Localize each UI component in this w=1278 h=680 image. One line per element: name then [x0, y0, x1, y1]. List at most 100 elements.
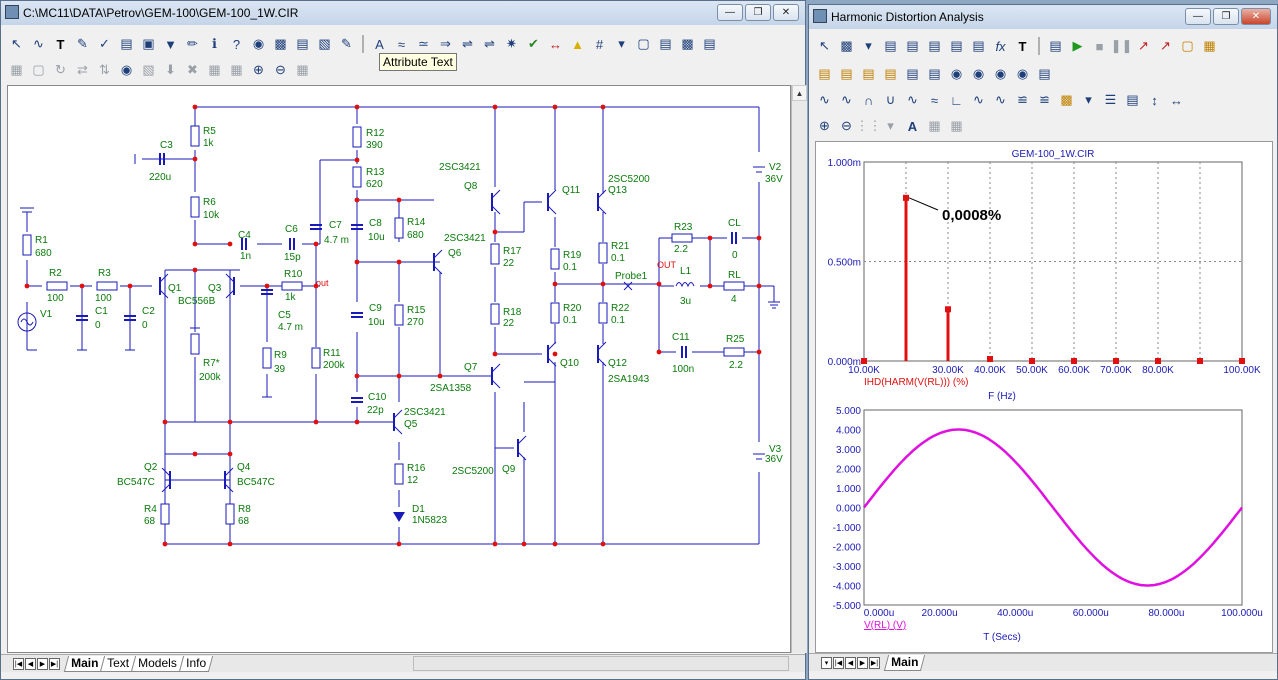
layout1-icon[interactable]: ▤	[818, 66, 831, 81]
move-icon[interactable]: ▦	[10, 62, 23, 77]
number-icon[interactable]: ▤	[1126, 92, 1139, 107]
high-icon[interactable]: ∩	[863, 92, 874, 108]
mirror-icon[interactable]: ⇄	[77, 62, 88, 77]
resize-icon[interactable]: ↔	[549, 36, 562, 52]
analysis-close-button[interactable]: ✕	[1241, 8, 1271, 25]
attribute-icon[interactable]: ▤	[296, 36, 309, 51]
rubberband-icon[interactable]: ✷	[506, 36, 517, 51]
step-down-icon[interactable]: ⬇	[165, 62, 176, 77]
attribute-text-icon[interactable]: A	[375, 36, 384, 52]
close-button[interactable]: ✕	[773, 4, 799, 21]
wire-icon[interactable]: ✎	[77, 36, 88, 51]
diagonal-wire-icon[interactable]: ✓	[99, 36, 110, 51]
info-icon[interactable]: ℹ	[212, 36, 217, 51]
horizontal-scrollbar[interactable]	[413, 656, 789, 671]
checkmark-icon[interactable]: ✔	[528, 36, 539, 51]
tab-models[interactable]: Models	[131, 655, 185, 672]
low-icon[interactable]: ∪	[885, 92, 896, 107]
tab-analysis-main[interactable]: Main	[883, 654, 926, 671]
expand-icon[interactable]: ↔	[1170, 92, 1183, 108]
rotate-icon[interactable]: ↻	[55, 62, 66, 77]
analysis-minimize-button[interactable]: —	[1185, 8, 1211, 25]
run-icon[interactable]: ▶	[1072, 38, 1083, 53]
bus-icon[interactable]: ▤	[120, 36, 133, 51]
paste-icon[interactable]: ▦	[950, 118, 963, 133]
analysis-prev-button[interactable]: ◀	[845, 656, 856, 669]
current-icon[interactable]: ⇒	[440, 36, 451, 51]
stop-icon[interactable]: ■	[1095, 38, 1104, 54]
analysis-dropdown-button[interactable]: ▾	[821, 656, 832, 669]
next-page-button[interactable]: ▶	[37, 657, 48, 670]
plot-icon[interactable]: ▤	[884, 38, 897, 53]
object-icon[interactable]: ▧	[142, 62, 155, 77]
restore-button[interactable]: ❐	[745, 4, 771, 21]
zoom-b-icon[interactable]: ◉	[972, 66, 985, 81]
point-icon[interactable]: ∿	[973, 92, 984, 107]
node-voltages-icon[interactable]: ≃	[418, 36, 429, 51]
analysis-first-button[interactable]: |◀	[833, 656, 844, 669]
properties-icon[interactable]: ▤	[703, 36, 716, 51]
hline-icon[interactable]: ▤	[906, 66, 919, 81]
analysis-restore-button[interactable]: ❐	[1213, 8, 1239, 25]
stop-icon[interactable]: ✖	[187, 62, 198, 77]
vline-icon[interactable]: ▤	[928, 66, 941, 81]
vertical-scrollbar[interactable]: ▲	[791, 85, 807, 653]
page-icon[interactable]: ▢	[637, 36, 650, 51]
zoom-out-icon[interactable]: ⊖	[275, 62, 286, 77]
properties-icon[interactable]: ▤	[1049, 38, 1062, 53]
plot3-icon[interactable]: ▤	[928, 38, 941, 53]
layout2-icon[interactable]: ▤	[840, 66, 853, 81]
select-icon[interactable]: ↖	[11, 36, 22, 51]
find-icon[interactable]: ◉	[120, 62, 133, 77]
analysis-next-button[interactable]: ▶	[857, 656, 868, 669]
tab-info[interactable]: Info	[178, 655, 214, 672]
frame2-icon[interactable]: ▦	[1203, 38, 1216, 53]
peak-icon[interactable]: ∿	[819, 92, 830, 107]
float-icon[interactable]: ▩	[681, 36, 694, 51]
frame-icon[interactable]: ▢	[1181, 38, 1194, 53]
grid-dots-icon[interactable]: ⋮⋮	[855, 118, 882, 133]
bookmark-icon[interactable]: ▩	[274, 36, 287, 51]
font-icon[interactable]: A	[907, 118, 918, 134]
zoom-a-icon[interactable]: ◉	[950, 66, 963, 81]
copy-icon[interactable]: ▦	[928, 118, 941, 133]
zoom-out-icon[interactable]: ⊖	[841, 118, 852, 133]
dropdown-icon[interactable]: ▾	[865, 38, 872, 53]
dropdown-icon[interactable]: ▾	[887, 118, 894, 133]
grid-text-icon[interactable]: ▧	[318, 36, 331, 51]
help-icon[interactable]: ?	[232, 36, 241, 52]
box-icon[interactable]: ▢	[32, 62, 45, 77]
layout4-icon[interactable]: ▤	[884, 66, 897, 81]
next-point-icon[interactable]: ∿	[995, 92, 1006, 107]
last-page-button[interactable]: ▶|	[49, 657, 60, 670]
scale-icon[interactable]: ▩	[840, 38, 853, 53]
zoom-c-icon[interactable]: ◉	[994, 66, 1007, 81]
dropdown-icon[interactable]: ▾	[618, 36, 625, 51]
minimize-button[interactable]: —	[717, 4, 743, 21]
slope-icon[interactable]: ≈	[930, 92, 939, 108]
zoom-in-icon[interactable]: ⊕	[819, 118, 830, 133]
plot4-icon[interactable]: ▤	[950, 38, 963, 53]
copy-icon[interactable]: ▦	[208, 62, 221, 77]
power-icon[interactable]: ⇌	[462, 36, 473, 51]
trace2-icon[interactable]: ↗	[1160, 38, 1171, 53]
text-icon[interactable]: T	[56, 36, 65, 52]
valley-icon[interactable]: ∿	[841, 92, 852, 107]
pause-icon[interactable]: ❚❚	[1110, 38, 1133, 53]
schematic-titlebar[interactable]: C:\MC11\DATA\Petrov\GEM-100\GEM-100_1W.C…	[1, 1, 805, 25]
trace-icon[interactable]: ↗	[1138, 38, 1149, 53]
list-icon[interactable]: ☰	[1104, 92, 1117, 107]
graphics-icon[interactable]: ▣	[142, 36, 155, 51]
zoom-fit-icon[interactable]: ▦	[296, 62, 309, 77]
select-mode-icon[interactable]: ↖	[819, 38, 830, 53]
layout3-icon[interactable]: ▤	[862, 66, 875, 81]
page2-icon[interactable]: ▤	[659, 36, 672, 51]
dropdown-icon[interactable]: ▾	[1085, 92, 1092, 107]
point-icon[interactable]: ◉	[252, 36, 265, 51]
prev-page-button[interactable]: ◀	[25, 657, 36, 670]
tag-icon[interactable]: ▩	[1060, 92, 1073, 107]
grid-icon[interactable]: #	[595, 36, 604, 52]
component-icon[interactable]: ∿	[33, 36, 44, 51]
